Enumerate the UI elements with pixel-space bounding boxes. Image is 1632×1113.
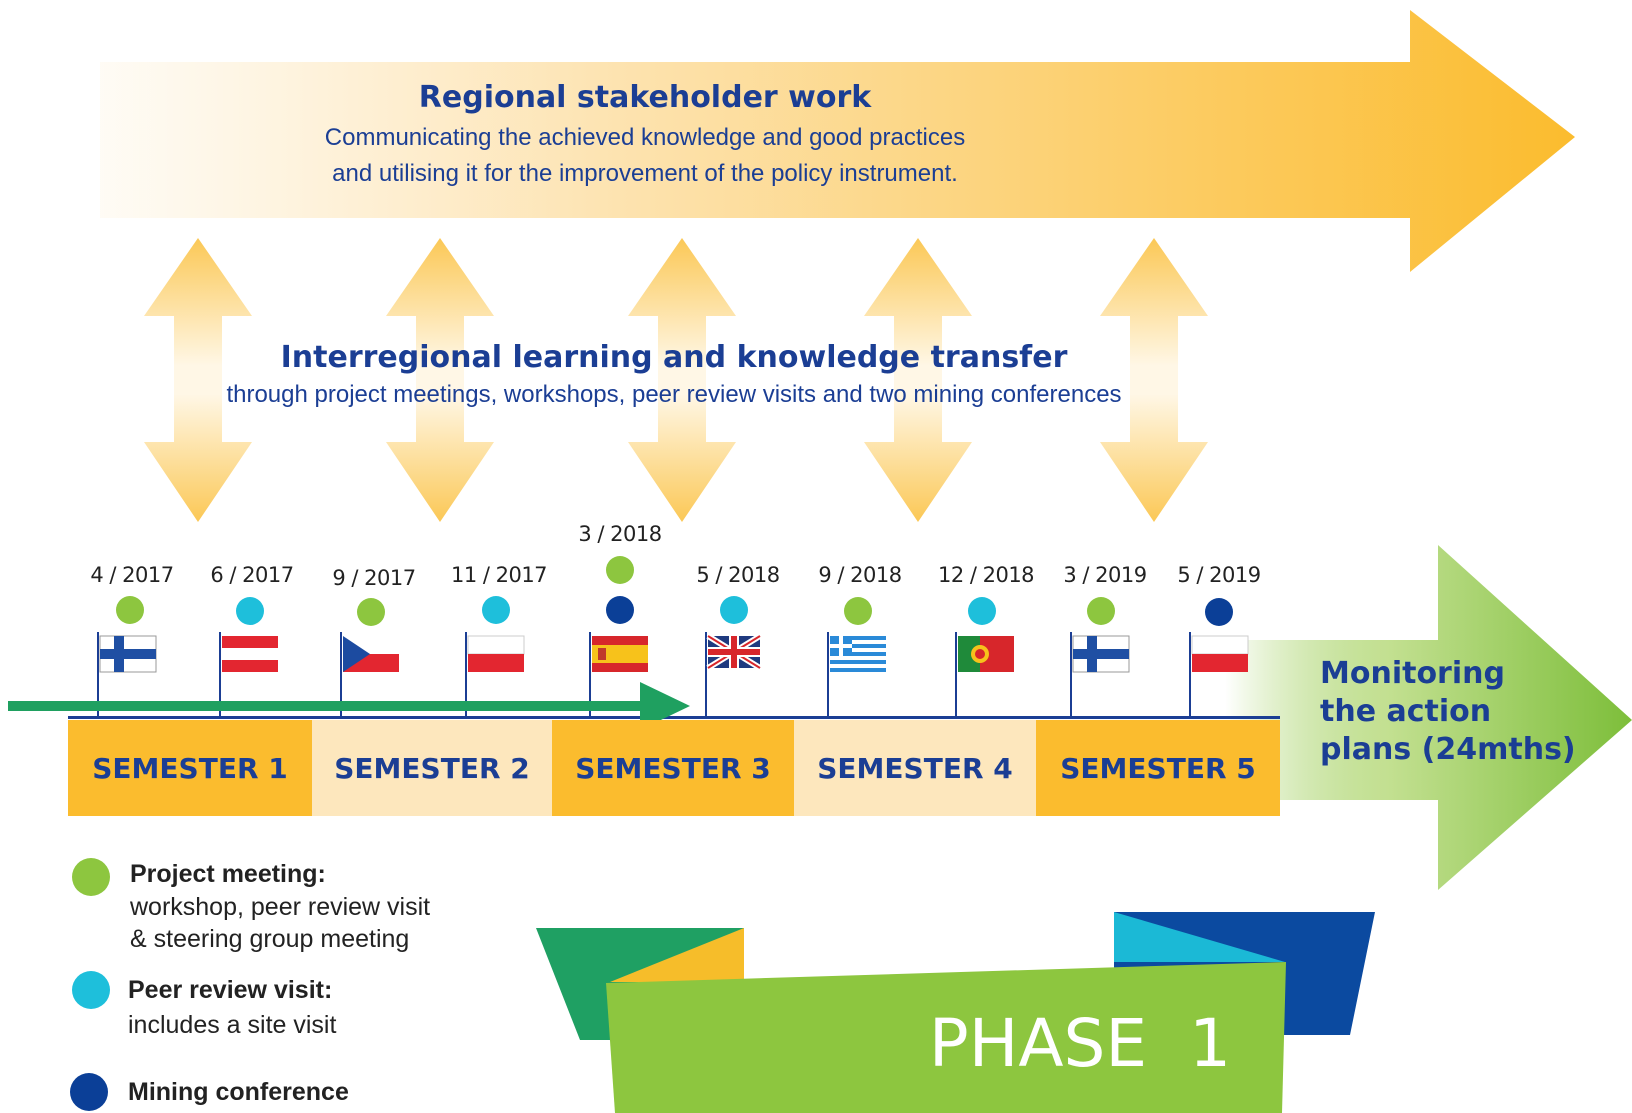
legend-peer-review-icon — [72, 971, 110, 1009]
event-date: 12 / 2018 — [937, 563, 1035, 587]
mining-conference-marker — [1205, 598, 1233, 626]
timeline-baseline — [68, 716, 1280, 719]
event-date: 9 / 2018 — [818, 563, 902, 587]
monitoring-label: Monitoring the action plans (24mths) — [1320, 655, 1580, 769]
exchange-arrows — [144, 238, 1208, 522]
event-date: 3 / 2019 — [1063, 563, 1147, 587]
event-date: 6 / 2017 — [210, 563, 294, 587]
banner-fold-right — [1114, 912, 1285, 962]
peer-review-marker — [236, 597, 264, 625]
interregional-title: Interregional learning and knowledge tra… — [280, 340, 1068, 375]
event-date: 3 / 2018 — [578, 522, 662, 546]
flag-poland — [465, 632, 525, 718]
double-arrow — [628, 238, 736, 522]
event-date: 5 / 2018 — [696, 563, 780, 587]
semester-4: SEMESTER 4 — [794, 720, 1036, 816]
regional-line-2: and utilising it for the improvement of … — [332, 160, 958, 187]
legend-project-meeting-desc-2: & steering group meeting — [130, 925, 410, 953]
legend-mining-conference-icon — [70, 1073, 108, 1111]
phase-banner — [536, 912, 1375, 1113]
legend-peer-review-title: Peer review visit: — [128, 976, 333, 1004]
peer-review-marker — [968, 597, 996, 625]
flag-uk — [705, 632, 762, 718]
semester-1: SEMESTER 1 — [68, 720, 312, 816]
flag-greece — [827, 632, 886, 718]
event-date: 9 / 2017 — [332, 566, 416, 590]
flag-finland — [97, 632, 157, 718]
peer-review-marker — [482, 596, 510, 624]
flag-poland — [1189, 632, 1249, 718]
mining-conference-marker — [606, 596, 634, 624]
interregional-subtitle: through project meetings, workshops, pee… — [226, 381, 1122, 408]
legend-project-meeting-desc-1: workshop, peer review visit — [130, 893, 431, 921]
legend-mining-conference-title: Mining conference — [128, 1078, 349, 1106]
event-date: 5 / 2019 — [1177, 563, 1261, 587]
double-arrow — [386, 238, 494, 522]
event-date: 11 / 2017 — [450, 563, 548, 587]
project-meeting-marker — [606, 556, 634, 584]
semester-3: SEMESTER 3 — [552, 720, 794, 816]
flag-portugal — [955, 632, 1014, 718]
double-arrow — [144, 238, 252, 522]
phase-label: PHASE 1 — [800, 1005, 1360, 1082]
event-date: 4 / 2017 — [90, 563, 174, 587]
progress-arrow — [8, 682, 690, 730]
flag-spain — [589, 632, 648, 718]
project-meeting-marker — [844, 597, 872, 625]
semester-5: SEMESTER 5 — [1036, 720, 1280, 816]
monitoring-line-3: plans (24mths) — [1320, 732, 1576, 767]
flag-czech — [340, 632, 399, 718]
monitoring-line-1: Monitoring — [1320, 656, 1505, 691]
monitoring-line-2: the action — [1320, 694, 1492, 729]
regional-arrow — [100, 10, 1575, 272]
legend-project-meeting-icon — [72, 858, 110, 896]
flags — [97, 632, 1249, 718]
double-arrow — [1100, 238, 1208, 522]
legend-project-meeting-title: Project meeting: — [130, 860, 326, 888]
project-meeting-marker — [1087, 597, 1115, 625]
phase-number: 1 — [1189, 1005, 1232, 1082]
project-meeting-marker — [116, 596, 144, 624]
flag-finland — [1070, 632, 1130, 718]
project-meeting-marker — [357, 598, 385, 626]
legend-peer-review-desc: includes a site visit — [128, 1011, 337, 1039]
double-arrow — [864, 238, 972, 522]
banner-main — [606, 962, 1286, 1113]
regional-title: Regional stakeholder work — [418, 80, 872, 115]
regional-line-1: Communicating the achieved knowledge and… — [324, 124, 966, 151]
banner-fold-left — [610, 928, 744, 982]
monitoring-arrow — [1225, 545, 1632, 890]
phase-word: PHASE — [928, 1005, 1148, 1082]
peer-review-marker — [720, 596, 748, 624]
semester-2: SEMESTER 2 — [312, 720, 552, 816]
